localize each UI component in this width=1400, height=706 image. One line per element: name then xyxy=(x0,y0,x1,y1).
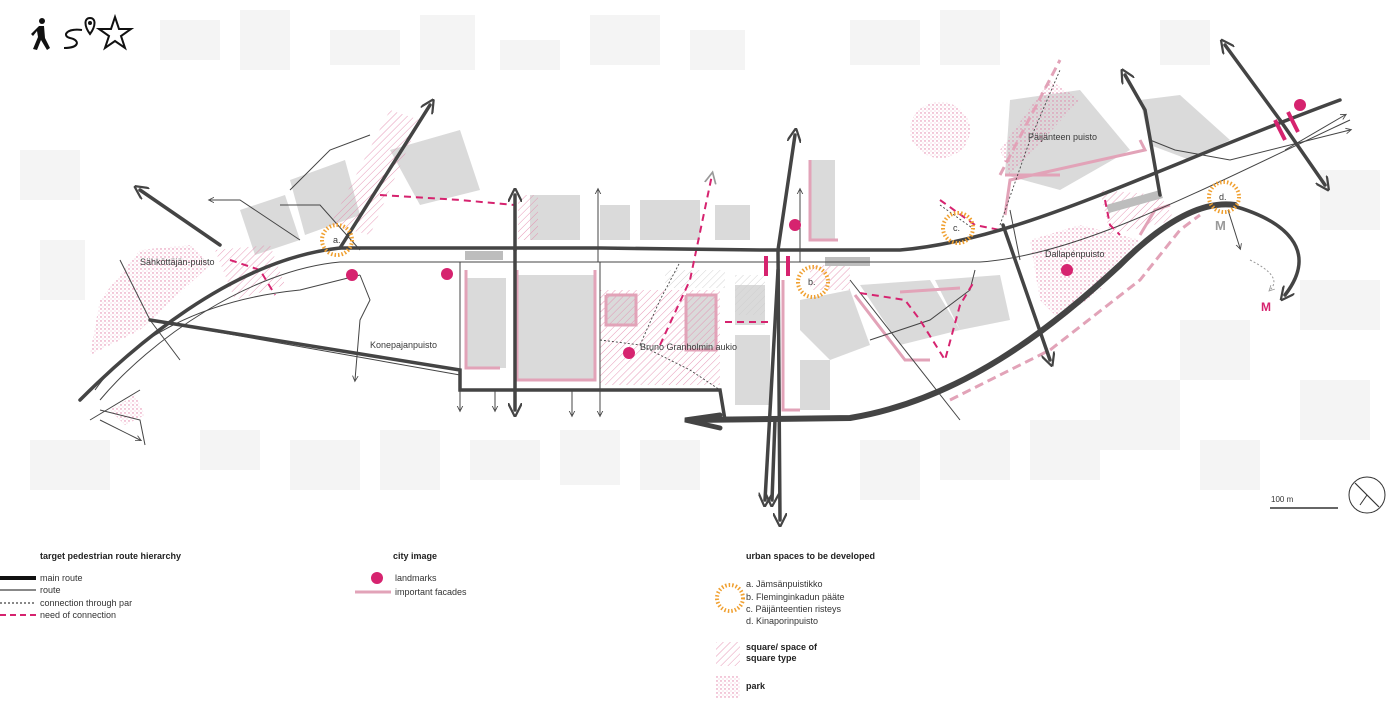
needs-of-connection xyxy=(229,175,1121,363)
landmark xyxy=(789,219,801,231)
star-icon xyxy=(95,13,135,51)
legend-landmarks: landmarks xyxy=(355,572,437,584)
legend-main-route-label: main route xyxy=(40,573,83,583)
map-labels: Sähköttäjän-puisto Konepajanpuisto Bruno… xyxy=(140,132,1271,352)
main-route-south-arrow xyxy=(684,412,723,431)
pedestrian-icon xyxy=(31,18,50,50)
label-metro-2: M xyxy=(1261,300,1271,314)
legend-space-b: b. Fleminginkadun pääte xyxy=(746,592,845,602)
landmark xyxy=(1294,99,1306,111)
important-facades xyxy=(464,139,1171,412)
label-space-b: b. xyxy=(808,277,816,287)
legend-important-facades: important facades xyxy=(355,586,467,598)
legend-space-a: a. Jämsänpuistikko xyxy=(746,579,823,589)
label-metro-1: M xyxy=(1215,218,1226,233)
urban-space-rings xyxy=(320,180,1241,299)
landmark xyxy=(1061,264,1073,276)
grey-squares xyxy=(665,270,765,315)
label-konepajanpuisto: Konepajanpuisto xyxy=(370,340,437,350)
legend-square-label: square/ space of square type xyxy=(746,642,818,663)
legend-landmark-swatch xyxy=(355,572,391,584)
legend-need-label: need of connection xyxy=(40,610,117,620)
connections-through-park xyxy=(599,69,1061,391)
label-paijanteen-puisto: Päijänteen puisto xyxy=(1028,132,1097,142)
label-space-c: c. xyxy=(953,223,960,233)
legend-connection-swatch xyxy=(0,597,36,609)
buildings xyxy=(240,90,1230,410)
legend-park-label: park xyxy=(746,681,766,691)
legend-square-swatch xyxy=(716,642,740,666)
label-sahkottajanpuisto: Sähköttäjän-puisto xyxy=(140,257,215,267)
legend-connection-through-park: connection through par xyxy=(0,597,132,609)
legend-facades-label: important facades xyxy=(395,587,467,597)
scale-label: 100 m xyxy=(1271,495,1294,504)
legend-ring-swatch xyxy=(714,578,746,618)
legend-square-swatch-row xyxy=(716,642,744,666)
legend-park-swatch-row xyxy=(716,676,744,698)
label-bruno-granholmin-aukio: Bruno Granholmin aukio xyxy=(640,342,737,352)
squares xyxy=(215,110,1175,385)
label-dallapenpuisto: Dallapénpuisto xyxy=(1045,249,1105,259)
north-arrow-icon xyxy=(1348,476,1386,514)
legend-urban-spaces-title: urban spaces to be developed xyxy=(746,551,876,561)
label-space-d: d. xyxy=(1219,192,1227,202)
metro-link xyxy=(1249,259,1274,290)
legend-main-route: main route xyxy=(0,572,83,584)
route-pin-icon xyxy=(63,16,96,49)
crossing-marks xyxy=(764,111,1300,276)
legend-connection-label: connection through par xyxy=(40,598,133,608)
urban-space-d xyxy=(1207,180,1241,214)
legend-facade-swatch xyxy=(355,586,391,598)
legend-urban-space-ring xyxy=(714,578,750,618)
legend-park-swatch xyxy=(716,676,740,698)
legend-route-label: route xyxy=(40,585,61,595)
background-blocks xyxy=(20,10,1380,500)
main-route-south xyxy=(687,201,1238,423)
landmarks xyxy=(346,99,1306,359)
legend-landmarks-label: landmarks xyxy=(395,573,437,583)
landmark xyxy=(623,347,635,359)
facade-dashed xyxy=(949,59,1201,402)
landmark xyxy=(441,268,453,280)
urban-space-a xyxy=(320,223,354,257)
legend-need-swatch xyxy=(0,609,36,621)
legend-city-image-title: city image xyxy=(393,551,438,561)
urban-space-c xyxy=(941,211,975,245)
parks xyxy=(90,80,1140,425)
urban-space-b xyxy=(796,265,830,299)
legend-main-route-swatch xyxy=(0,572,36,584)
label-space-a: a. xyxy=(333,235,341,245)
legend-route: route xyxy=(0,584,61,596)
legend-hierarchy-title: target pedestrian route hierarchy xyxy=(40,551,182,561)
legend-route-swatch xyxy=(0,584,36,596)
legend-space-d: d. Kinaporinpuisto xyxy=(746,616,819,626)
landmark xyxy=(346,269,358,281)
legend-space-c: c. Päijänteentien risteys xyxy=(746,604,842,614)
legend-need-of-connection: need of connection xyxy=(0,609,116,621)
